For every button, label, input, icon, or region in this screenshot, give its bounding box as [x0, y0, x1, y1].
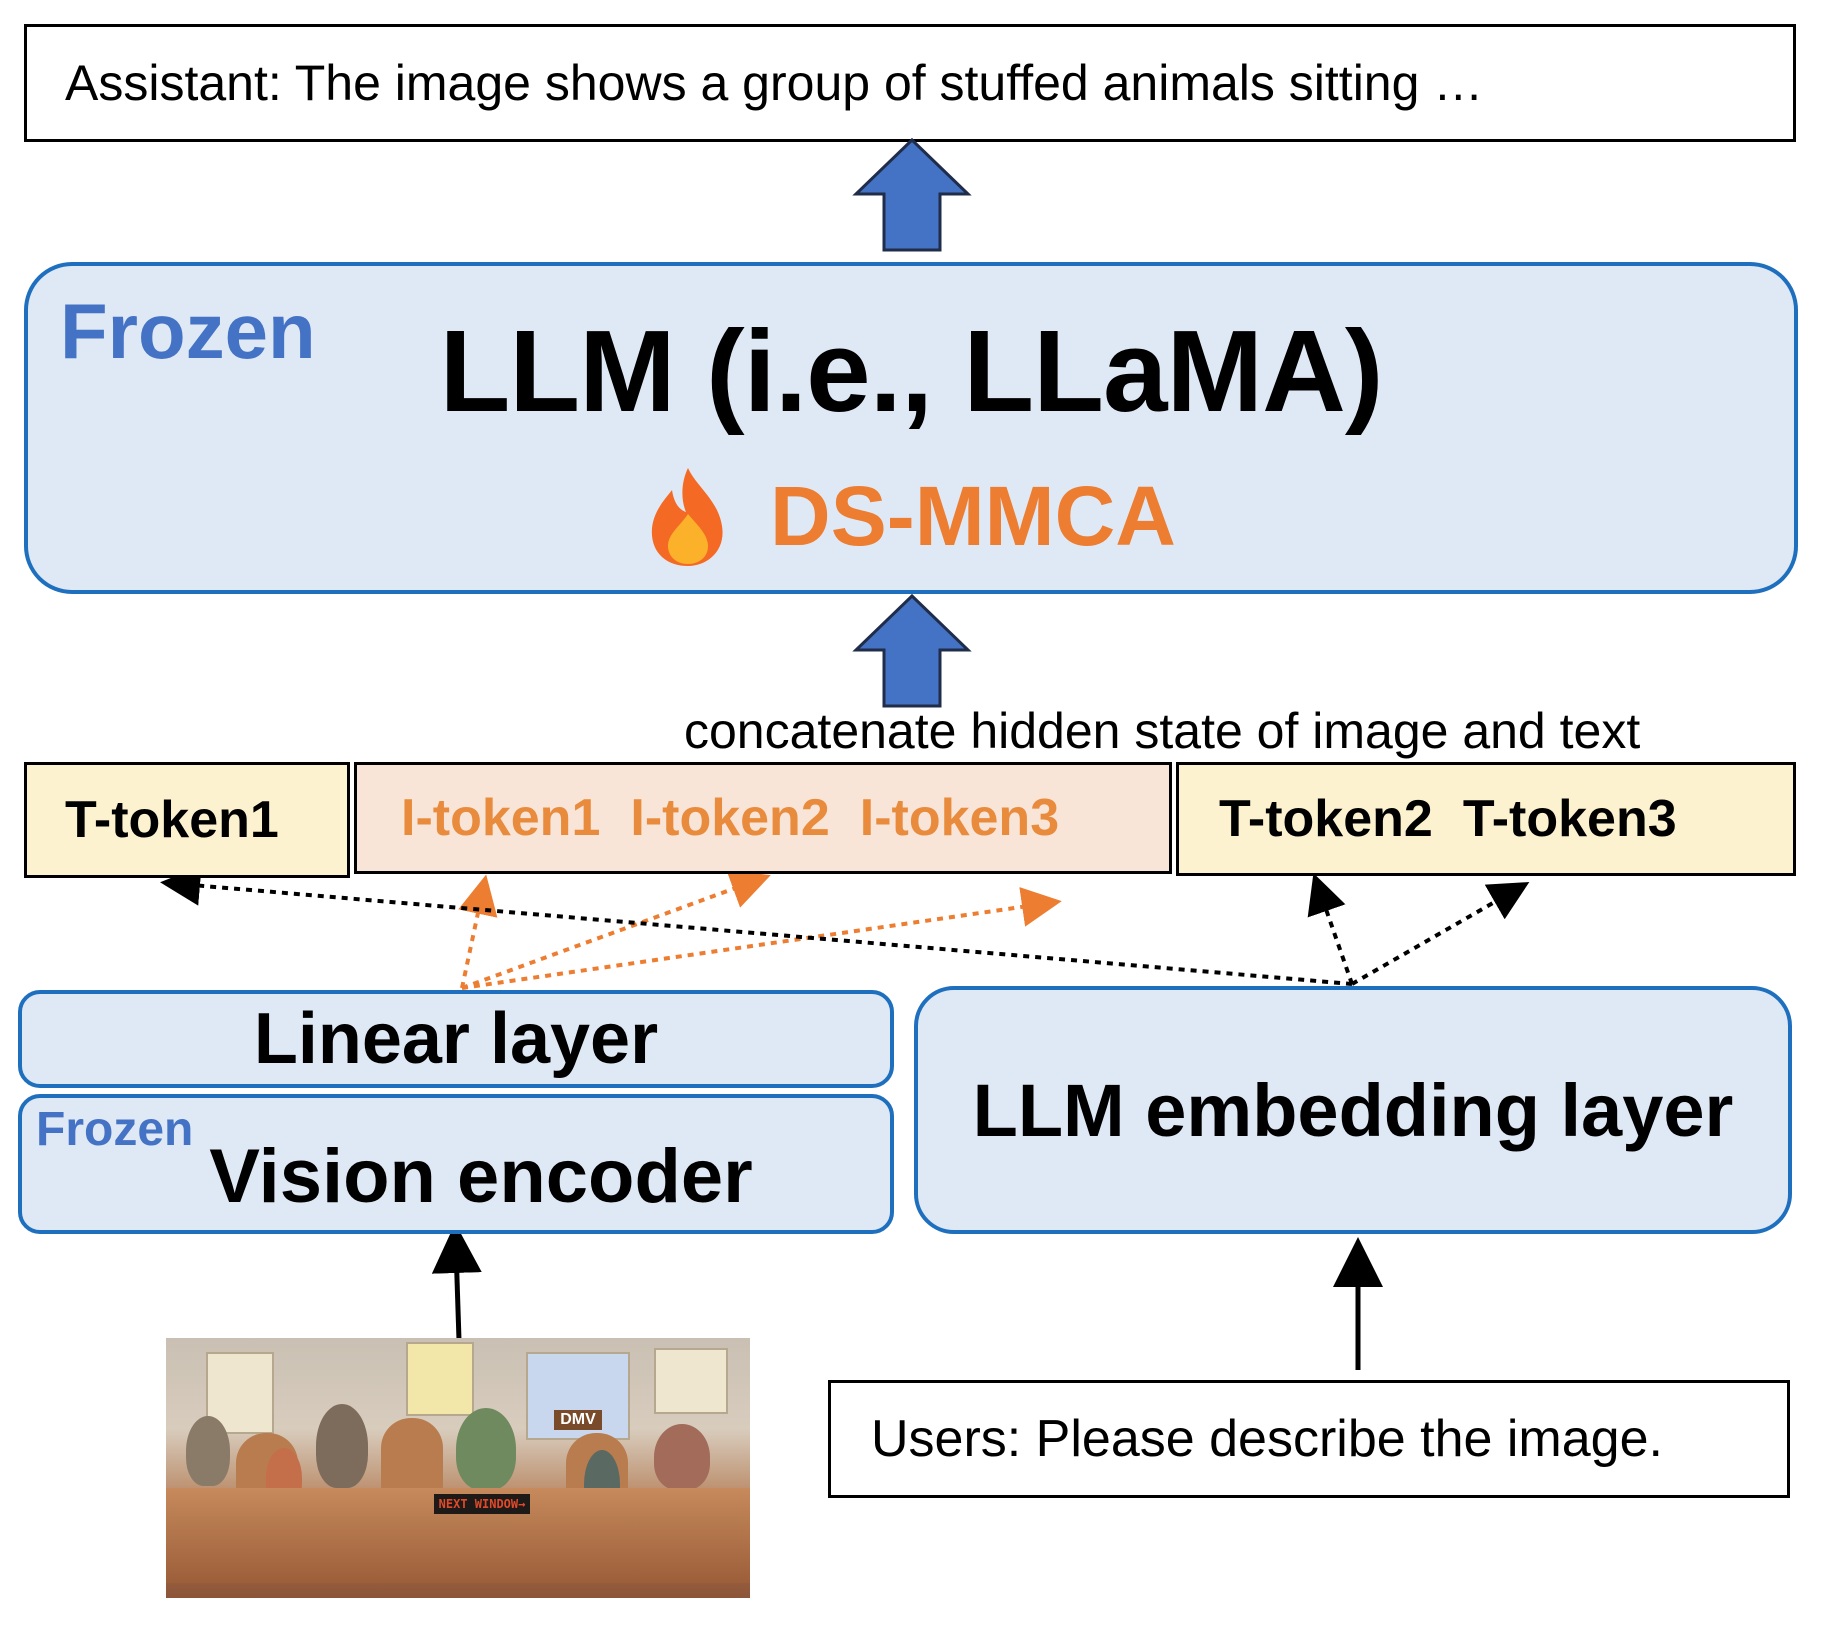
fire-icon [646, 464, 730, 568]
image-to-encoder-arrow [431, 1223, 482, 1341]
image-token-box: I-token1 I-token2 I-token3 [354, 762, 1172, 874]
wall-poster-right [654, 1348, 728, 1414]
llm-title: LLM (i.e., LLaMA) [439, 306, 1383, 436]
t-token-right-box: T-token2 T-token3 [1176, 762, 1796, 876]
concat-label: concatenate hidden state of image and te… [684, 703, 1641, 759]
linear-layer-label: Linear layer [253, 999, 659, 1079]
assistant-output-box: Assistant: The image shows a group of st… [24, 24, 1796, 142]
t-token1-box: T-token1 [24, 762, 350, 878]
linear-layer-box: Linear layer [18, 990, 894, 1088]
vision-frozen-label: Frozen [36, 1103, 194, 1156]
text-token-arrows [160, 865, 1530, 986]
t-token2-label: T-token2 [1219, 790, 1433, 848]
llm-frozen-label: Frozen [60, 287, 316, 375]
assistant-output-text: Assistant: The image shows a group of st… [65, 55, 1484, 111]
i-token1-label: I-token1 [401, 789, 601, 847]
ds-mmca-row: DS-MMCA [28, 460, 1794, 572]
wall-poster-center [406, 1342, 474, 1416]
sloth-character-4 [654, 1424, 710, 1490]
vision-encoder-title: Vision encoder [209, 1133, 753, 1219]
output-up-arrow [852, 137, 972, 252]
llm-input-up-arrow [852, 593, 972, 708]
user-prompt-box: Users: Please describe the image. [828, 1380, 1790, 1498]
embedding-layer-box: LLM embedding layer [914, 986, 1792, 1234]
sloth-character-1 [186, 1416, 230, 1486]
embedding-layer-label: LLM embedding layer [972, 1068, 1734, 1152]
user-prompt-text: Users: Please describe the image. [871, 1410, 1663, 1468]
sloth-character-3 [456, 1408, 516, 1490]
input-image: DMV NEXT WINDOW→ [166, 1338, 750, 1598]
t-token3-label: T-token3 [1462, 790, 1677, 848]
i-token3-label: I-token3 [859, 789, 1060, 847]
vision-encoder-box: Frozen Vision encoder [18, 1094, 894, 1234]
i-token2-label: I-token2 [630, 789, 830, 847]
next-window-sign: NEXT WINDOW→ [434, 1494, 530, 1514]
llm-box: Frozen LLM (i.e., LLaMA) DS-MMCA [24, 262, 1798, 594]
dmv-poster: DMV [526, 1352, 630, 1440]
ds-mmca-label: DS-MMCA [770, 468, 1176, 563]
t-token1-label: T-token1 [65, 791, 279, 849]
sloth-character-2 [316, 1404, 368, 1488]
image-token-arrows [458, 870, 1062, 990]
